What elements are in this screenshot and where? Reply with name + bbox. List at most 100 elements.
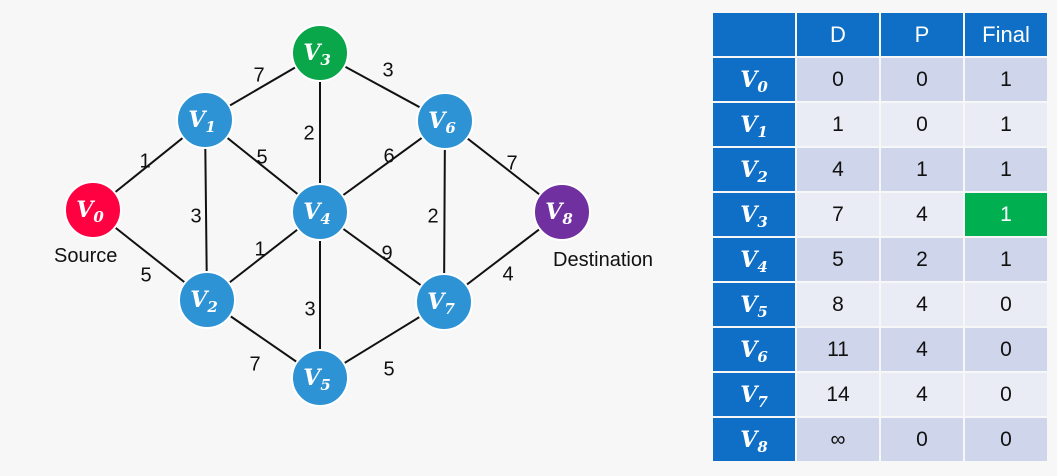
edge-weight-v0-v2: 5 — [140, 264, 151, 286]
cell-distance: 0 — [797, 58, 879, 101]
cell-final: 0 — [965, 418, 1047, 461]
edge-weight-v1-v3: 7 — [253, 64, 264, 86]
edge-v1-v2 — [204, 119, 208, 301]
row-vertex-label: V5 — [713, 283, 795, 326]
node-v7: V7 — [415, 273, 473, 331]
header-distance: D — [797, 13, 879, 56]
vertex-letter: V — [740, 336, 758, 363]
cell-predecessor: 0 — [881, 418, 963, 461]
edge-weight-v2-v5: 7 — [249, 353, 260, 375]
cell-distance: 11 — [797, 328, 879, 371]
edge-weight-v4-v6: 6 — [383, 145, 394, 167]
cell-distance: 5 — [797, 238, 879, 281]
edge-weight-v6-v7: 2 — [427, 205, 438, 227]
cell-final: 1 — [965, 58, 1047, 101]
row-vertex-label: V0 — [713, 58, 795, 101]
vertex-letter: V — [740, 426, 758, 453]
cell-predecessor: 0 — [881, 103, 963, 146]
node-letter: V — [76, 197, 95, 223]
node-letter: V — [190, 287, 209, 313]
node-circle-v5 — [291, 349, 349, 407]
node-subscript: 4 — [320, 210, 330, 228]
vertex-subscript: 0 — [757, 77, 768, 96]
node-subscript: 2 — [206, 298, 217, 316]
node-subscript: 8 — [562, 210, 573, 228]
node-v1: V1 — [176, 91, 234, 149]
node-letter: V — [303, 365, 322, 391]
vertex-letter: V — [740, 66, 758, 93]
node-circle-v8 — [533, 183, 591, 241]
vertex-subscript: 2 — [757, 167, 768, 186]
header-predecessor: P — [881, 13, 963, 56]
node-label-v0: V0 — [76, 197, 104, 226]
header-vertex — [713, 13, 795, 56]
cell-final: 1 — [965, 238, 1047, 281]
node-v6: V6 — [416, 92, 474, 150]
cell-distance: 14 — [797, 373, 879, 416]
cell-predecessor: 4 — [881, 283, 963, 326]
vertex-subscript: 8 — [757, 437, 768, 456]
node-v8: V8 — [533, 183, 591, 241]
vertex-subscript: 3 — [757, 212, 768, 231]
node-v3: V3 — [291, 24, 349, 82]
row-vertex-label: V6 — [713, 328, 795, 371]
node-subscript: 0 — [93, 208, 104, 226]
edge-weight-v5-v7: 5 — [383, 358, 394, 380]
cell-predecessor: 4 — [881, 373, 963, 416]
cell-predecessor: 4 — [881, 193, 963, 236]
cell-distance: 8 — [797, 283, 879, 326]
row-vertex-label: V1 — [713, 103, 795, 146]
node-circle-v4 — [291, 183, 349, 241]
vertex-subscript: 5 — [757, 302, 768, 321]
cell-final: 1 — [965, 193, 1047, 236]
vertex-letter: V — [740, 201, 758, 228]
node-v0: V0 — [64, 181, 122, 239]
edge-v6-v7 — [443, 120, 446, 303]
cell-final: 1 — [965, 148, 1047, 191]
cell-predecessor: 0 — [881, 58, 963, 101]
vertex-letter: V — [740, 381, 758, 408]
node-letter: V — [303, 40, 322, 66]
vertex-letter: V — [740, 246, 758, 273]
edge-weight-v1-v2: 3 — [190, 205, 201, 227]
node-circle-v0 — [64, 181, 122, 239]
source-caption: Source — [54, 245, 117, 267]
cell-distance: ∞ — [797, 418, 879, 461]
cell-distance: 7 — [797, 193, 879, 236]
node-label-v7: V7 — [427, 289, 455, 318]
node-label-v3: V3 — [303, 40, 331, 69]
edge-weight-v6-v8: 7 — [506, 152, 517, 174]
node-letter: V — [428, 108, 447, 134]
node-circle-v2 — [178, 271, 236, 329]
node-label-v2: V2 — [190, 287, 218, 316]
cell-final: 0 — [965, 283, 1047, 326]
cell-distance: 1 — [797, 103, 879, 146]
cell-final: 0 — [965, 328, 1047, 371]
node-label-v6: V6 — [428, 108, 456, 137]
node-letter: V — [427, 289, 446, 315]
vertex-subscript: 6 — [757, 347, 768, 366]
vertex-letter: V — [740, 291, 758, 318]
edge-weight-v2-v4: 1 — [254, 238, 265, 260]
cell-predecessor: 1 — [881, 148, 963, 191]
row-vertex-label: V4 — [713, 238, 795, 281]
cell-predecessor: 4 — [881, 328, 963, 371]
edge-weight-v4-v5: 3 — [304, 298, 315, 320]
cell-predecessor: 2 — [881, 238, 963, 281]
edge-weight-v4-v7: 9 — [381, 242, 392, 264]
node-circle-v1 — [176, 91, 234, 149]
cell-final: 1 — [965, 103, 1047, 146]
edge-weight-v3-v6: 3 — [382, 59, 393, 81]
cell-final: 0 — [965, 373, 1047, 416]
header-final: Final — [965, 13, 1047, 56]
row-vertex-label: V8 — [713, 418, 795, 461]
node-subscript: 6 — [445, 119, 456, 137]
